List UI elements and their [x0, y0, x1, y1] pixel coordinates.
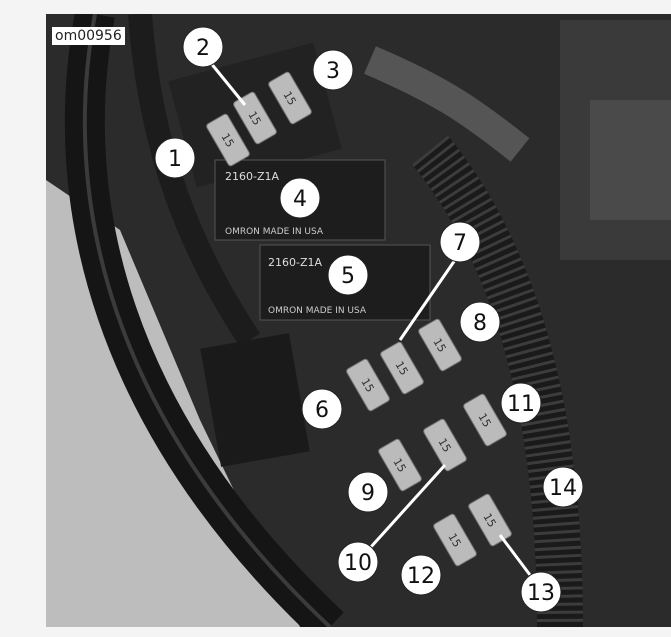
- callout-number: 13: [527, 581, 555, 606]
- callout-5: 5: [327, 254, 369, 296]
- relay-code-text: 2160-Z1A: [268, 256, 322, 269]
- fuse-rating: 15: [475, 411, 493, 430]
- callout-13: 13: [520, 571, 562, 613]
- callout-9: 9: [347, 471, 389, 513]
- relay-maker-text: OMRON MADE IN USA: [225, 227, 324, 237]
- relay-maker-text: OMRON MADE IN USA: [268, 306, 367, 316]
- relay-1: 2160-Z1A OMRON MADE IN USA: [214, 159, 386, 241]
- fuse-rating: 15: [430, 336, 448, 355]
- fuse: 15: [268, 71, 312, 125]
- callout-8: 8: [459, 301, 501, 343]
- fuse: 15: [380, 341, 424, 395]
- fuse: 15: [423, 418, 467, 472]
- callout-12: 12: [400, 554, 442, 596]
- fuse: 15: [468, 493, 512, 547]
- callout-6: 6: [301, 388, 343, 430]
- callout-number: 9: [361, 481, 375, 506]
- fuse-box-photo: 2160-Z1A OMRON MADE IN USA 2160-Z1A OMRO…: [46, 14, 671, 627]
- callout-7: 7: [439, 221, 481, 263]
- fuse-rating: 15: [480, 511, 498, 530]
- callout-number: 2: [196, 36, 210, 61]
- callout-1: 1: [154, 137, 196, 179]
- fuse: 15: [463, 393, 507, 447]
- callout-number: 3: [326, 59, 340, 84]
- callout-number: 11: [507, 392, 535, 417]
- callout-11: 11: [500, 382, 542, 424]
- fuse-rating: 15: [280, 89, 298, 108]
- fuse: 15: [378, 438, 422, 492]
- fuse-rating: 15: [435, 436, 453, 455]
- callout-3: 3: [312, 49, 354, 91]
- fuse: 15: [418, 318, 462, 372]
- figure-id-label: om00956: [52, 27, 125, 45]
- relay-code-text: 2160-Z1A: [225, 170, 279, 183]
- fuse-rating: 15: [390, 456, 408, 475]
- callout-10: 10: [337, 541, 379, 583]
- callout-4: 4: [279, 177, 321, 219]
- callout-number: 4: [293, 187, 307, 212]
- fuse: 15: [433, 513, 477, 567]
- fuse-rating: 15: [445, 531, 463, 550]
- fuse: 15: [206, 113, 250, 167]
- callout-number: 10: [344, 551, 372, 576]
- callout-number: 1: [168, 147, 182, 172]
- fuse-rating: 15: [245, 109, 263, 128]
- callout-14: 14: [542, 466, 584, 508]
- callout-2: 2: [182, 26, 224, 68]
- callout-number: 12: [407, 564, 435, 589]
- fuse-rating: 15: [358, 376, 376, 395]
- callout-number: 7: [453, 231, 467, 256]
- fuse-rating: 15: [392, 359, 410, 378]
- callout-number: 14: [549, 476, 577, 501]
- callout-number: 8: [473, 311, 487, 336]
- callout-number: 6: [315, 398, 329, 423]
- photo-illustration: 2160-Z1A OMRON MADE IN USA 2160-Z1A OMRO…: [46, 14, 671, 627]
- callout-number: 5: [341, 264, 355, 289]
- fuse: 15: [346, 358, 390, 412]
- fuse-rating: 15: [218, 131, 236, 150]
